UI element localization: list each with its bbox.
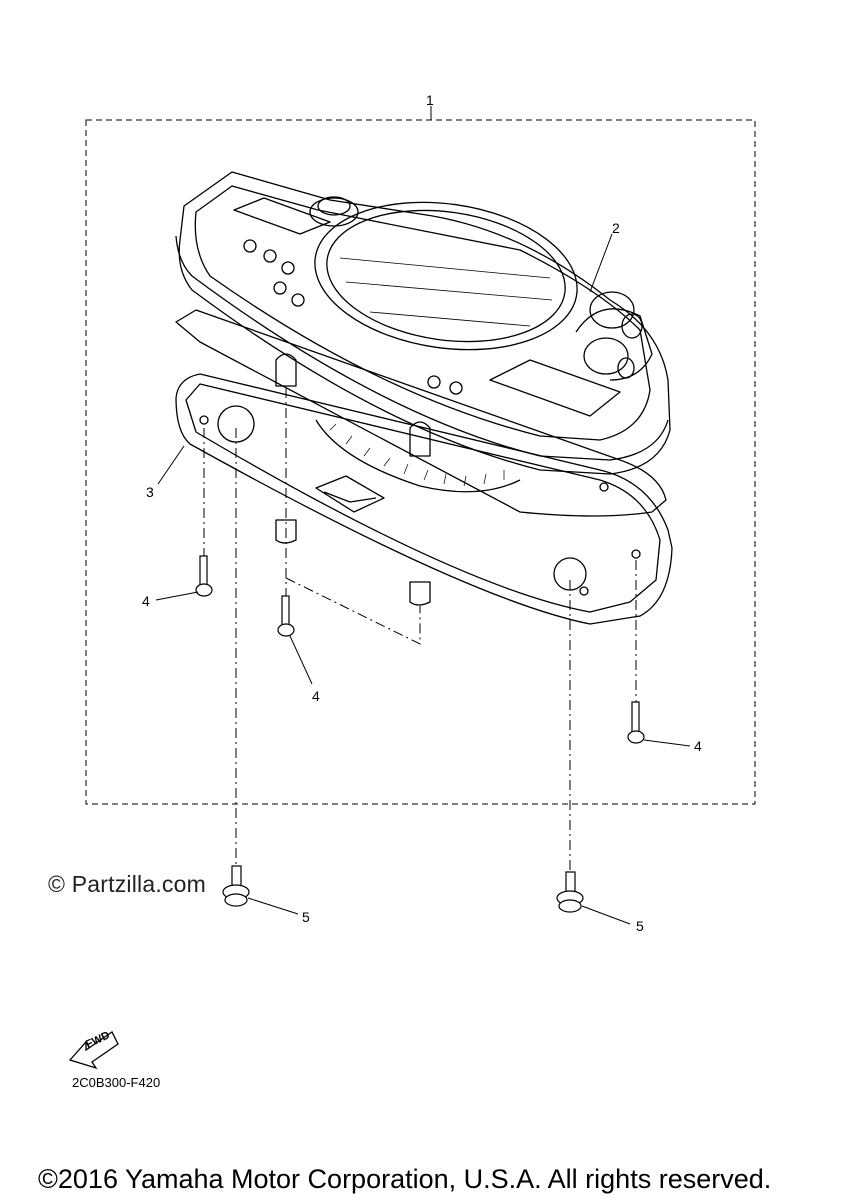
lower-case-hole-3 bbox=[631, 549, 641, 559]
partzilla-watermark: © Partzilla.com bbox=[48, 871, 206, 897]
reset-knob-top bbox=[317, 196, 351, 216]
upper-case bbox=[178, 171, 671, 475]
copyright-notice: ©2016 Yamaha Motor Corporation, U.S.A. A… bbox=[38, 1164, 772, 1194]
reset-knob bbox=[309, 197, 359, 227]
gauge-disk bbox=[315, 419, 521, 493]
tachometer-dial-lines bbox=[339, 257, 553, 327]
lamp-5 bbox=[291, 293, 305, 307]
upper-case-window bbox=[194, 185, 651, 441]
lamp-1 bbox=[243, 239, 257, 253]
tachometer-ring-outer bbox=[314, 201, 578, 351]
callout-2-leader bbox=[589, 233, 613, 293]
lower-case-hole-2 bbox=[599, 482, 609, 492]
callout-5b-leader bbox=[581, 905, 631, 925]
lower-case-hole-1 bbox=[199, 415, 209, 425]
callout-4c: 4 bbox=[694, 738, 702, 754]
callout-5b: 5 bbox=[636, 918, 644, 934]
side-button-lower bbox=[583, 337, 629, 375]
callout-5a-leader bbox=[247, 897, 299, 915]
side-pod bbox=[575, 308, 653, 381]
mount-stud-right bbox=[409, 421, 431, 457]
callout-4b-leader bbox=[289, 635, 313, 685]
bolt-left bbox=[222, 865, 250, 907]
screw-left bbox=[195, 555, 213, 597]
lamp-3 bbox=[281, 261, 295, 275]
lamp-7 bbox=[449, 381, 463, 395]
upper-case-lip bbox=[175, 235, 669, 461]
assembly-frame bbox=[85, 119, 756, 805]
fwd-arrow-icon bbox=[68, 1031, 119, 1070]
callout-1: 1 bbox=[426, 92, 434, 108]
lower-case-post-right bbox=[409, 581, 431, 606]
lower-case-hole-4 bbox=[579, 586, 589, 596]
lower-case-connector bbox=[315, 475, 385, 513]
screw-center bbox=[277, 595, 295, 637]
callout-4a: 4 bbox=[142, 593, 150, 609]
gasket bbox=[175, 309, 667, 517]
lamp-2 bbox=[263, 249, 277, 263]
callout-3: 3 bbox=[146, 484, 154, 500]
callout-5a: 5 bbox=[302, 909, 310, 925]
lower-case-rim bbox=[185, 383, 661, 613]
part-code: 2C0B300-F420 bbox=[72, 1075, 161, 1090]
lamp-6 bbox=[427, 375, 441, 389]
screw-right bbox=[627, 701, 645, 744]
side-button-upper bbox=[589, 291, 635, 329]
lcd-right bbox=[489, 359, 621, 417]
tachometer-ring-inner bbox=[326, 209, 566, 343]
callout-3-leader bbox=[157, 445, 185, 485]
lcd-left bbox=[233, 197, 331, 235]
lower-case bbox=[175, 373, 673, 625]
callout-2: 2 bbox=[612, 220, 620, 236]
callout-4c-leader bbox=[643, 739, 691, 747]
gauge-disk-scale bbox=[329, 423, 505, 487]
align-line-dogleg bbox=[285, 577, 421, 645]
callout-4a-leader bbox=[155, 591, 199, 601]
side-button-upper-cap bbox=[621, 313, 643, 339]
lamp-4 bbox=[273, 281, 287, 295]
callout-4b: 4 bbox=[312, 688, 320, 704]
bolt-right bbox=[556, 871, 584, 913]
mount-stud-left bbox=[275, 353, 297, 387]
